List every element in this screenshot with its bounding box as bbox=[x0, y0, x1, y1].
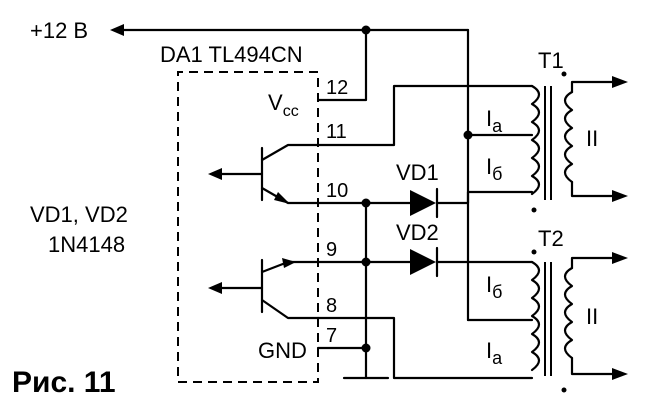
vd1-to-t1 bbox=[435, 190, 534, 205]
pin-12-label: 12 bbox=[326, 77, 348, 99]
t1-out-bottom bbox=[570, 180, 614, 198]
transistor-2-base-arrow bbox=[208, 282, 222, 294]
transistor-1-base-arrow bbox=[208, 168, 222, 180]
t1-label: T1 bbox=[538, 48, 564, 73]
diode-note-line2: 1N4148 bbox=[48, 232, 125, 257]
vd2-label: VD2 bbox=[396, 220, 439, 245]
ic-gnd-label: GND bbox=[258, 338, 307, 363]
t1-winding-a: Iа bbox=[486, 106, 503, 136]
transistor-1-collector bbox=[260, 143, 320, 162]
ic-vcc-label: Vcc bbox=[268, 90, 299, 120]
t1-phase-dot-bottom bbox=[531, 207, 537, 213]
pin-8-label: 8 bbox=[326, 295, 337, 317]
t2-label: T2 bbox=[538, 226, 564, 251]
t1-winding-b-main: I bbox=[486, 154, 492, 179]
figure-caption: Рис. 11 bbox=[12, 366, 116, 399]
transistor-1-emitter bbox=[260, 186, 320, 205]
t2-out-top-arrow bbox=[612, 252, 628, 264]
supply-label: +12 В bbox=[30, 18, 88, 43]
pin11-to-t1 bbox=[316, 84, 534, 147]
t1-out-top-arrow bbox=[612, 76, 628, 88]
pin8-to-t2 bbox=[316, 316, 534, 380]
ic-name: DA1 TL494CN bbox=[160, 42, 303, 67]
vd1-label: VD1 bbox=[396, 160, 439, 185]
t2-winding-a-sub: а bbox=[492, 348, 503, 368]
t1-out-top bbox=[570, 80, 614, 94]
t2-out-bottom bbox=[570, 356, 614, 376]
pin-10-label: 10 bbox=[326, 180, 348, 202]
t1-phase-dot-top bbox=[561, 71, 567, 77]
t1-winding-b-sub: б bbox=[492, 164, 502, 184]
pin-11-label: 11 bbox=[326, 121, 347, 143]
diode-note-line1: VD1, VD2 bbox=[30, 202, 128, 227]
t2-winding-a-main: I bbox=[486, 338, 492, 363]
t2-out-top bbox=[570, 256, 614, 270]
vd1-body bbox=[410, 190, 436, 216]
transistor-1-emitter-arrow bbox=[274, 192, 290, 204]
vcc-wire bbox=[316, 28, 368, 102]
t2-secondary-coil bbox=[563, 266, 574, 360]
supply-arrow bbox=[110, 24, 124, 36]
t1-out-bottom-arrow bbox=[612, 190, 628, 202]
t1-winding-b: Iб bbox=[486, 154, 502, 184]
t1-winding-a-sub: а bbox=[492, 116, 503, 136]
vd2-body bbox=[410, 249, 436, 275]
ic-vcc-main: V bbox=[268, 90, 283, 115]
transistor-2-arrow bbox=[282, 258, 296, 268]
ic-outline bbox=[177, 71, 319, 383]
pin-7-label: 7 bbox=[326, 325, 337, 347]
transistor-2-emitter bbox=[260, 298, 320, 320]
t2-winding-b-main: I bbox=[486, 272, 492, 297]
t2-winding-a: Iа bbox=[486, 338, 503, 368]
t1-primary-coil bbox=[530, 84, 541, 196]
t1-winding-a-main: I bbox=[486, 106, 492, 131]
t2-winding-b: Iб bbox=[486, 272, 502, 302]
t2-secondary-label: II bbox=[586, 304, 598, 329]
t2-phase-dot-top bbox=[531, 249, 537, 255]
t2-primary-coil bbox=[530, 260, 541, 372]
t2-phase-dot-bottom bbox=[561, 387, 567, 393]
t1-secondary-label: II bbox=[586, 126, 598, 151]
t2-out-bottom-arrow bbox=[612, 368, 628, 380]
t2-winding-b-sub: б bbox=[492, 282, 502, 302]
ic-vcc-sub: cc bbox=[283, 103, 299, 120]
pin-9-label: 9 bbox=[326, 239, 337, 261]
t1-secondary-coil bbox=[563, 90, 574, 184]
